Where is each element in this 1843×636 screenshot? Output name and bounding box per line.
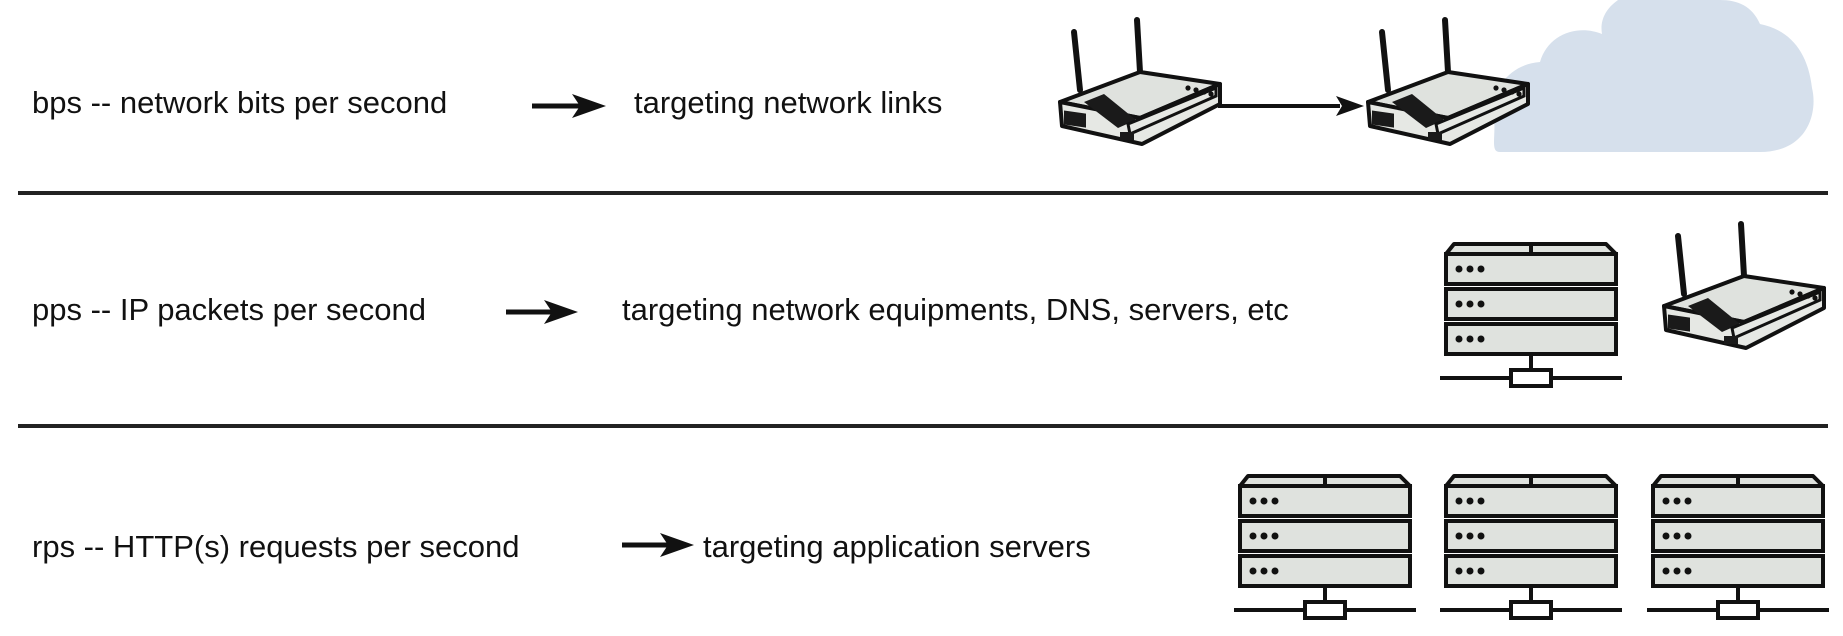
- divider-1: [18, 191, 1828, 195]
- router-link-arrow: [1218, 96, 1364, 116]
- row-rps-arrow: [622, 533, 694, 557]
- row-rps-metric: rps -- HTTP(s) requests per second: [32, 529, 520, 564]
- row-bps-metric: bps -- network bits per second: [32, 85, 448, 120]
- server-rack-icon: [1232, 474, 1418, 620]
- row-pps-arrow: [506, 300, 578, 324]
- row-pps-target: targeting network equipments, DNS, serve…: [622, 292, 1289, 327]
- divider-2: [18, 424, 1828, 428]
- server-rack-icon: [1438, 474, 1624, 620]
- server-rack-icon: [1438, 242, 1624, 388]
- cloud-icon: [1493, 0, 1814, 152]
- row-rps-target: targeting application servers: [703, 529, 1091, 564]
- router-icon: [1060, 20, 1220, 144]
- row-bps-arrow: [532, 94, 606, 118]
- row-pps-metric: pps -- IP packets per second: [32, 292, 427, 327]
- server-rack-icon: [1645, 474, 1831, 620]
- row-bps-target: targeting network links: [634, 85, 943, 120]
- router-icon: [1664, 224, 1824, 348]
